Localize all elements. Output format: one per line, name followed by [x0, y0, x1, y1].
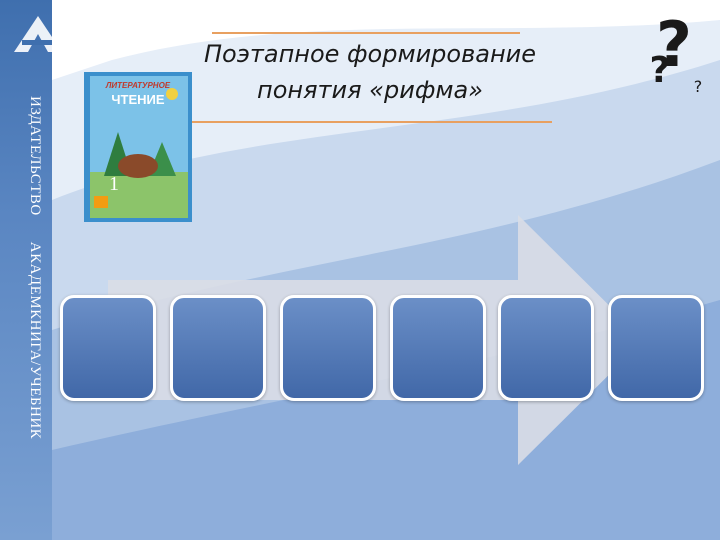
step-box-4[interactable] — [390, 295, 486, 401]
publisher-name: ИЗДАТЕЛЬСТВО АКАДЕМКНИГА/УЧЕБНИК — [26, 96, 43, 439]
process-arrow — [108, 215, 644, 465]
title-rule-top — [212, 32, 520, 34]
publisher-line-2: АКАДЕМКНИГА/УЧЕБНИК — [27, 241, 43, 440]
step-box-6[interactable] — [608, 295, 704, 401]
book-title-1: ЛИТЕРАТУРНОЕ — [105, 81, 171, 90]
svg-text:?: ? — [694, 77, 703, 96]
step-box-5[interactable] — [498, 295, 594, 401]
book-grade: 1 — [109, 173, 119, 195]
step-box-3[interactable] — [280, 295, 376, 401]
svg-text:?: ? — [656, 8, 692, 81]
publisher-line-1: ИЗДАТЕЛЬСТВО — [27, 96, 43, 216]
step-box-2[interactable] — [170, 295, 266, 401]
svg-text:?: ? — [650, 50, 671, 91]
title-line-1: Поэтапное формирование — [203, 40, 536, 68]
publisher-sidebar: ИЗДАТЕЛЬСТВО АКАДЕМКНИГА/УЧЕБНИК — [0, 0, 62, 540]
question-marks-icon: ? ? ? — [650, 8, 703, 96]
title-line-2: понятия «рифма» — [257, 76, 483, 104]
slide-title: Поэтапное формирование понятия «рифма» — [180, 36, 560, 108]
textbook-cover: ЛИТЕРАТУРНОЕ ЧТЕНИЕ 1 — [84, 72, 192, 222]
step-box-1[interactable] — [60, 295, 156, 401]
publisher-logo-icon — [14, 16, 62, 52]
book-title-2: ЧТЕНИЕ — [111, 92, 164, 107]
title-rule-bottom — [190, 121, 552, 123]
